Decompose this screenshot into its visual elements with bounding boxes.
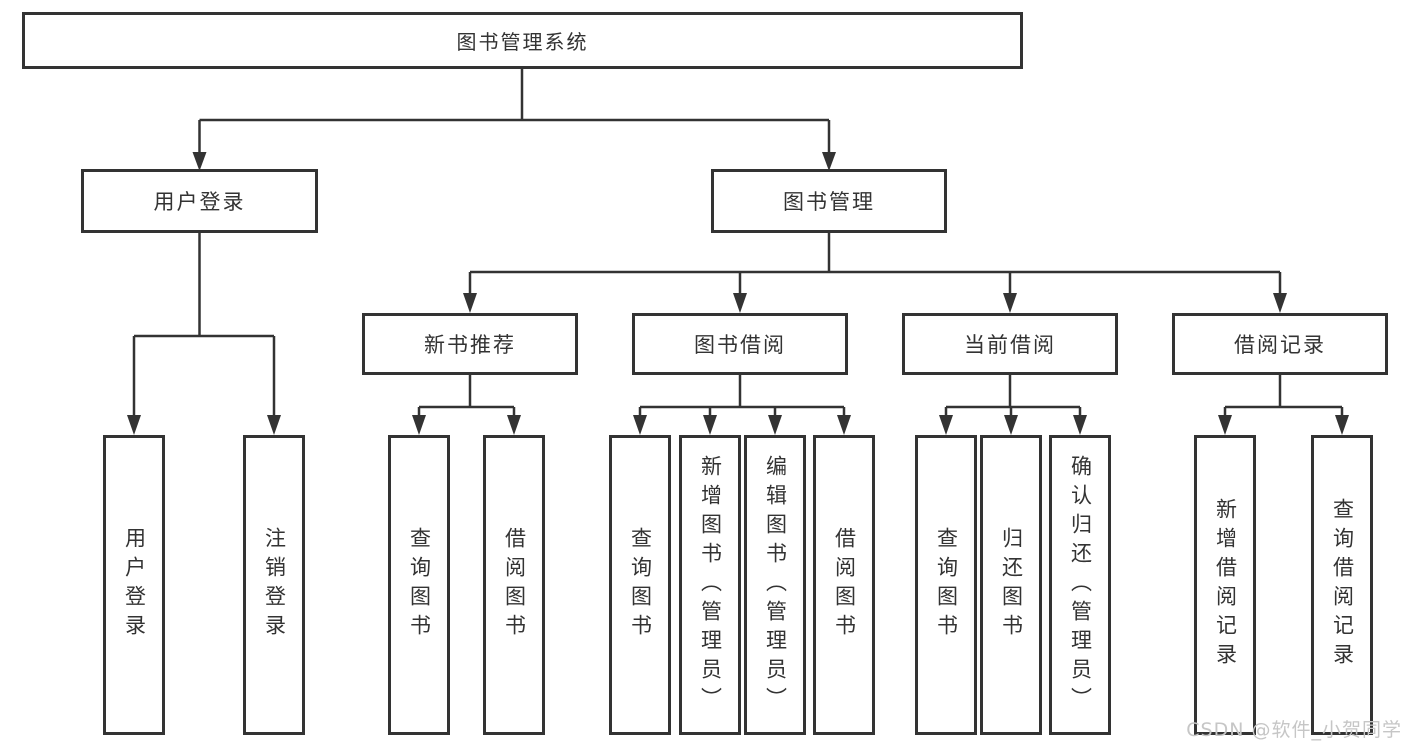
leaf-recommend-borrow-books: 借阅图书: [483, 435, 545, 735]
node-book-management-label: 图书管理: [783, 190, 875, 214]
leaf-recommend-query-books-label: 查询图书: [407, 527, 432, 643]
csdn-watermark: CSDN @软件_小贺同学: [1186, 719, 1402, 741]
leaf-logout-login: 注销登录: [243, 435, 305, 735]
leaf-borrow-add-book-admin: 新增图书（管理员）: [679, 435, 741, 735]
leaf-recommend-query-books: 查询图书: [388, 435, 450, 735]
leaf-current-return-book: 归还图书: [980, 435, 1042, 735]
connector-root-to-level2: [192, 69, 836, 171]
connector-current-to-leaves: [939, 375, 1087, 435]
node-book-borrow-label: 图书借阅: [694, 333, 786, 357]
leaf-records-add-record-label: 新增借阅记录: [1213, 498, 1238, 672]
leaf-user-login-label: 用户登录: [122, 527, 147, 643]
node-book-management: 图书管理: [711, 169, 947, 233]
leaf-current-query-books-label: 查询图书: [934, 527, 959, 643]
connector-borrow-to-leaves: [633, 375, 851, 435]
node-user-login: 用户登录: [81, 169, 318, 233]
node-current-borrow-label: 当前借阅: [964, 333, 1056, 357]
node-new-book-recommend-label: 新书推荐: [424, 333, 516, 357]
leaf-records-add-record: 新增借阅记录: [1194, 435, 1256, 735]
leaf-logout-login-label: 注销登录: [262, 527, 287, 643]
leaf-current-confirm-return-admin: 确认归还（管理员）: [1049, 435, 1111, 735]
node-new-book-recommend: 新书推荐: [362, 313, 578, 375]
leaf-user-login: 用户登录: [103, 435, 165, 735]
leaf-borrow-edit-book-admin: 编辑图书（管理员）: [744, 435, 806, 735]
leaf-current-query-books: 查询图书: [915, 435, 977, 735]
leaf-records-query-record: 查询借阅记录: [1311, 435, 1373, 735]
leaf-borrow-query-books-label: 查询图书: [628, 527, 653, 643]
node-root-label: 图书管理系统: [456, 30, 589, 54]
node-root-system: 图书管理系统: [22, 12, 1023, 69]
leaf-recommend-borrow-books-label: 借阅图书: [502, 527, 527, 643]
node-user-login-label: 用户登录: [153, 190, 246, 214]
node-book-borrow: 图书借阅: [632, 313, 848, 375]
leaf-borrow-add-book-admin-label: 新增图书（管理员）: [698, 454, 723, 716]
leaf-borrow-borrow-books: 借阅图书: [813, 435, 875, 735]
connector-recommend-to-leaves: [412, 375, 521, 435]
leaf-current-return-book-label: 归还图书: [999, 527, 1024, 643]
node-borrow-records: 借阅记录: [1172, 313, 1388, 375]
node-current-borrow: 当前借阅: [902, 313, 1118, 375]
leaf-records-query-record-label: 查询借阅记录: [1330, 498, 1355, 672]
connector-userlogin-to-leaves: [127, 233, 281, 435]
leaf-borrow-query-books: 查询图书: [609, 435, 671, 735]
leaf-borrow-borrow-books-label: 借阅图书: [832, 527, 857, 643]
leaf-current-confirm-return-admin-label: 确认归还（管理员）: [1068, 454, 1093, 716]
leaf-borrow-edit-book-admin-label: 编辑图书（管理员）: [763, 454, 788, 716]
connector-bookmgmt-to-level3: [463, 233, 1287, 313]
connector-records-to-leaves: [1218, 375, 1349, 435]
node-borrow-records-label: 借阅记录: [1234, 333, 1326, 357]
